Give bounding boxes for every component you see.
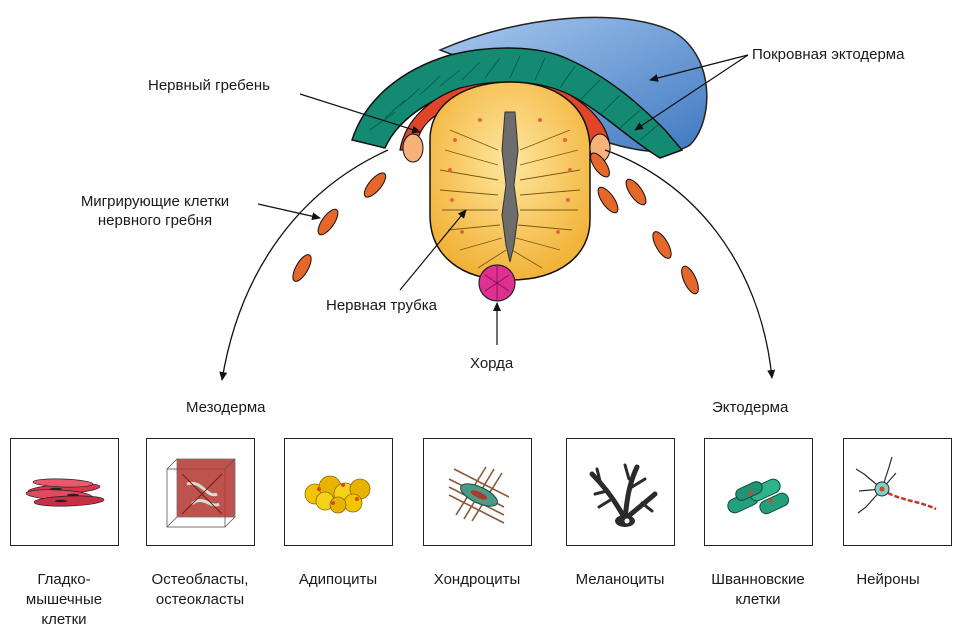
caption-line: Меланоциты bbox=[550, 570, 690, 590]
neural-crest-label: Нервный гребень bbox=[148, 76, 270, 95]
melanocyte-box bbox=[566, 438, 675, 546]
cell-caption-adipocytes: Адипоциты bbox=[268, 570, 408, 590]
schwann-cell-icon bbox=[705, 439, 811, 544]
neural-tube-label: Нервная трубка bbox=[326, 296, 437, 315]
caption-line: Остеобласты, bbox=[130, 570, 270, 590]
caption-line: Гладко- bbox=[0, 570, 134, 590]
osteoblast-box bbox=[146, 438, 255, 546]
smooth-muscle-box bbox=[10, 438, 119, 546]
migrating-cells-pointer bbox=[258, 204, 320, 218]
smooth-muscle-icon bbox=[11, 439, 117, 544]
caption-line: Нейроны bbox=[818, 570, 958, 590]
migrating-cells-label-line2: нервного гребня bbox=[60, 211, 250, 230]
chondrocyte-box bbox=[423, 438, 532, 546]
caption-line: клетки bbox=[0, 610, 134, 630]
cell-caption-chondrocytes: Хондроциты bbox=[407, 570, 547, 590]
neuron-box bbox=[843, 438, 952, 546]
chondrocyte-icon bbox=[424, 439, 530, 544]
cell-caption-osteoblasts: Остеобласты, остеокласты bbox=[130, 570, 270, 610]
caption-line: остеокласты bbox=[130, 590, 270, 610]
adipocyte-icon bbox=[285, 439, 391, 544]
notochord-label: Хорда bbox=[470, 354, 513, 373]
osteoblast-icon bbox=[147, 439, 253, 544]
caption-line: клетки bbox=[688, 590, 828, 610]
cell-caption-melanocytes: Меланоциты bbox=[550, 570, 690, 590]
caption-line: мышечные bbox=[0, 590, 134, 610]
caption-line: Адипоциты bbox=[268, 570, 408, 590]
caption-line: Хондроциты bbox=[407, 570, 547, 590]
neuron-icon bbox=[844, 439, 950, 544]
surface-ectoderm-label: Покровная эктодерма bbox=[752, 45, 904, 64]
migrating-cells-label-line1: Мигрирующие клетки bbox=[60, 192, 250, 211]
mesoderm-label: Мезодерма bbox=[186, 398, 266, 417]
notochord bbox=[479, 265, 515, 301]
cell-caption-neurons: Нейроны bbox=[818, 570, 958, 590]
migrating-cells-label: Мигрирующие клетки нервного гребня bbox=[60, 192, 250, 230]
schwann-cell-box bbox=[704, 438, 813, 546]
melanocyte-icon bbox=[567, 439, 673, 544]
caption-line: Шванновские bbox=[688, 570, 828, 590]
cell-caption-smooth-muscle: Гладко- мышечные клетки bbox=[0, 570, 134, 630]
cell-caption-schwann: Шванновские клетки bbox=[688, 570, 828, 610]
adipocyte-box bbox=[284, 438, 393, 546]
ectoderm-label: Эктодерма bbox=[712, 398, 788, 417]
